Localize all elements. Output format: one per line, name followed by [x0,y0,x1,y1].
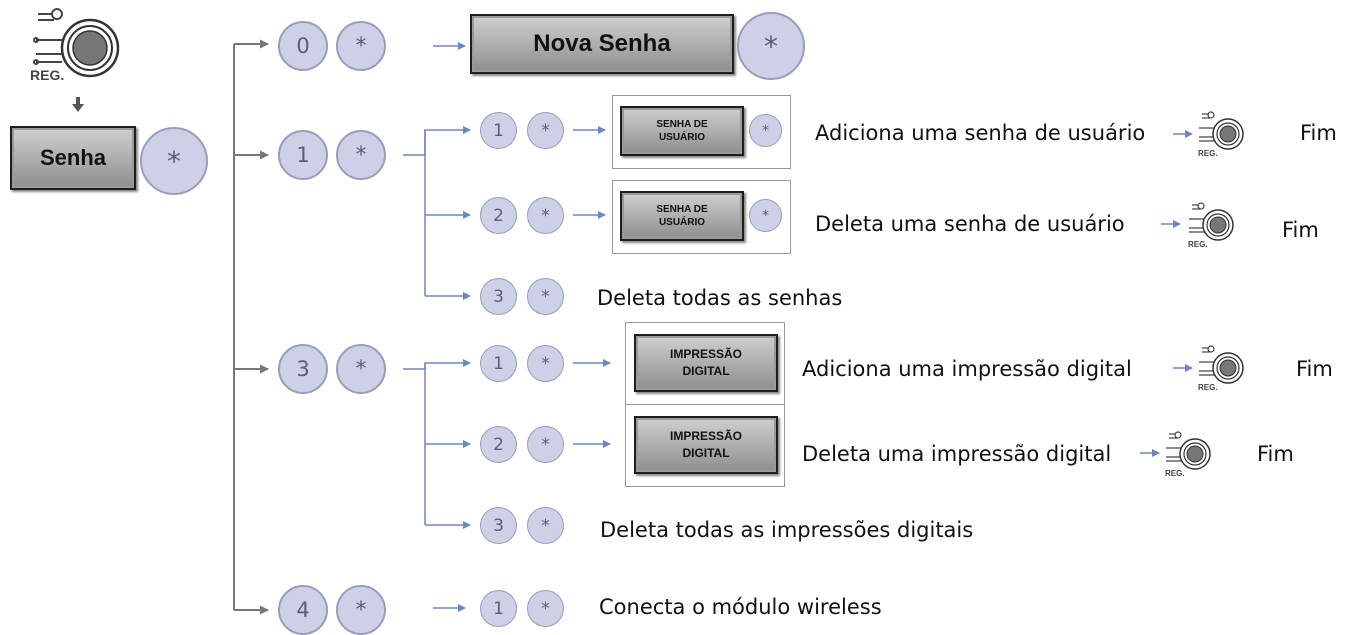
asterisk-icon: * [541,598,550,619]
description-text: Deleta todas as impressões digitais [600,518,974,542]
asterisk-icon: * [541,353,550,374]
key-0[interactable]: 0 [278,21,328,71]
reg-button-icon: REG. [1196,110,1256,160]
asterisk-icon: * [167,144,181,178]
key-line1: SENHA DE [656,119,708,130]
senha-de-usuario-key[interactable]: SENHA DE USUÁRIO [620,106,744,156]
sub-key-label: 2 [493,434,504,455]
description-text: Adiciona uma impressão digital [802,357,1132,381]
asterisk-icon: * [762,207,769,224]
sub-key-label: 1 [493,353,504,374]
reg-mini-label: REG. [1198,383,1218,392]
star-key[interactable]: * [527,426,564,463]
key-line1: IMPRESSÃO [669,429,742,443]
reg-button-icon: REG. [1163,430,1223,480]
impressao-digital-key[interactable]: IMPRESSÃO DIGITAL [634,416,778,474]
sub-key-2[interactable]: 2 [480,197,517,234]
key-1[interactable]: 1 [278,130,328,180]
sub-key-label: 1 [493,598,504,619]
description-text: Adiciona uma senha de usuário [815,121,1146,145]
asterisk-icon: * [541,515,550,536]
description-text: Conecta o módulo wireless [599,595,882,619]
sub-key-label: 1 [493,120,504,141]
sub-key-label: 2 [493,205,504,226]
impressao-digital-key[interactable]: IMPRESSÃO DIGITAL [634,334,778,392]
asterisk-icon: * [541,205,550,226]
senha-de-usuario-key[interactable]: SENHA DE USUÁRIO [620,191,744,241]
sub-key-2[interactable]: 2 [480,426,517,463]
star-key[interactable]: * [140,127,208,195]
star-key[interactable]: * [336,130,386,180]
star-key[interactable]: * [737,12,805,80]
asterisk-icon: * [541,286,550,307]
reg-mini-label: REG. [1165,469,1185,478]
key-line1: IMPRESSÃO [669,347,742,361]
key-line2: DIGITAL [682,446,730,460]
reg-button-icon: REG. [1196,344,1256,394]
reg-label: REG. [30,67,65,83]
sub-key-1[interactable]: 1 [480,112,517,149]
key-0-label: 0 [296,34,310,58]
key-3[interactable]: 3 [278,344,328,394]
star-key[interactable]: * [527,507,564,544]
asterisk-icon: * [355,597,367,623]
end-text: Fim [1282,218,1319,242]
sub-key-1[interactable]: 1 [480,590,517,627]
key-4[interactable]: 4 [278,585,328,635]
senha-key[interactable]: Senha [10,126,136,190]
asterisk-icon: * [764,29,778,63]
reg-mini-label: REG. [1188,240,1208,249]
key-3-label: 3 [296,357,310,381]
star-key[interactable]: * [336,344,386,394]
end-text: Fim [1296,357,1333,381]
star-key[interactable]: * [527,197,564,234]
asterisk-icon: * [355,356,367,382]
sub-key-3[interactable]: 3 [480,278,517,315]
star-key[interactable]: * [527,278,564,315]
asterisk-icon: * [541,434,550,455]
asterisk-icon: * [355,142,367,168]
asterisk-icon: * [541,120,550,141]
nova-senha-key[interactable]: Nova Senha [470,14,734,74]
description-text: Deleta uma senha de usuário [815,212,1125,236]
reg-mini-label: REG. [1198,149,1218,158]
key-line2: DIGITAL [682,364,730,378]
reg-button-icon: REG. [1186,201,1246,251]
star-key[interactable]: * [336,585,386,635]
star-key[interactable]: * [527,345,564,382]
sub-key-label: 3 [493,286,504,307]
key-line2: USUÁRIO [658,217,706,228]
key-4-label: 4 [296,598,310,622]
reg-button-icon [32,8,122,88]
star-key[interactable]: * [749,199,782,232]
star-key[interactable]: * [336,21,386,71]
end-text: Fim [1257,442,1294,466]
sub-key-1[interactable]: 1 [480,345,517,382]
star-key[interactable]: * [527,112,564,149]
sub-key-3[interactable]: 3 [480,507,517,544]
sub-key-label: 3 [493,515,504,536]
key-1-label: 1 [296,143,310,167]
asterisk-icon: * [762,122,769,139]
end-text: Fim [1300,121,1337,145]
key-line2: USUÁRIO [658,132,706,143]
description-text: Deleta uma impressão digital [802,442,1112,466]
star-key[interactable]: * [749,114,782,147]
description-text: Deleta todas as senhas [597,286,843,310]
asterisk-icon: * [355,33,367,59]
key-line1: SENHA DE [656,204,708,215]
star-key[interactable]: * [527,590,564,627]
